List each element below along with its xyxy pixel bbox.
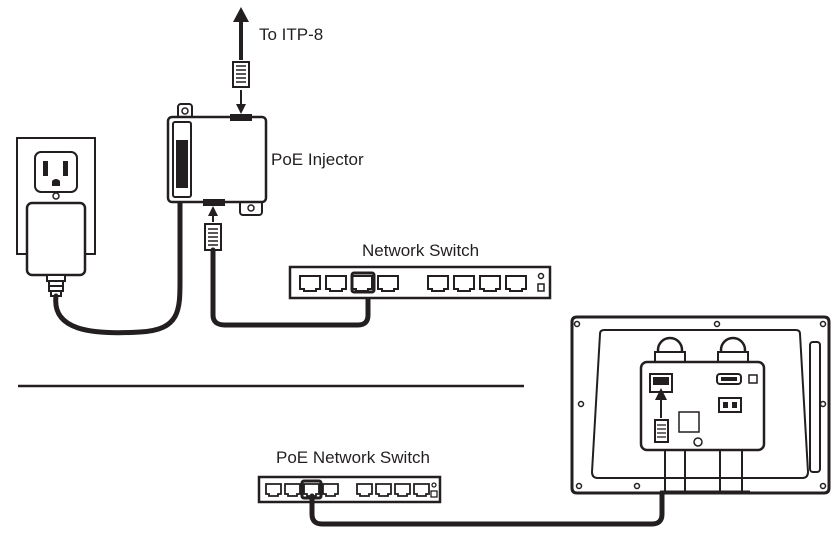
up-arrow-icon xyxy=(655,388,667,418)
up-arrow-icon xyxy=(233,7,249,60)
poe-injector-label: PoE Injector xyxy=(271,150,364,169)
rj45-connector-icon xyxy=(204,223,222,251)
poe-injector-icon xyxy=(166,103,268,216)
network-switch-icon xyxy=(288,265,552,300)
network-switch-label: Network Switch xyxy=(362,241,479,260)
power-cable xyxy=(53,187,183,336)
to-itp-8-label: To ITP-8 xyxy=(259,25,323,44)
ethernet-cable xyxy=(210,247,371,328)
poe-network-switch-icon xyxy=(257,475,442,504)
power-adapter-icon xyxy=(25,201,87,297)
up-arrow-icon xyxy=(208,206,218,222)
rj45-connector-icon xyxy=(232,61,250,88)
ethernet-cable xyxy=(309,437,665,527)
down-arrow-icon xyxy=(236,90,246,114)
poe-network-switch-label: PoE Network Switch xyxy=(276,448,430,467)
itp-8-rear-panel-icon xyxy=(570,315,831,495)
rj45-connector-icon xyxy=(654,419,669,443)
